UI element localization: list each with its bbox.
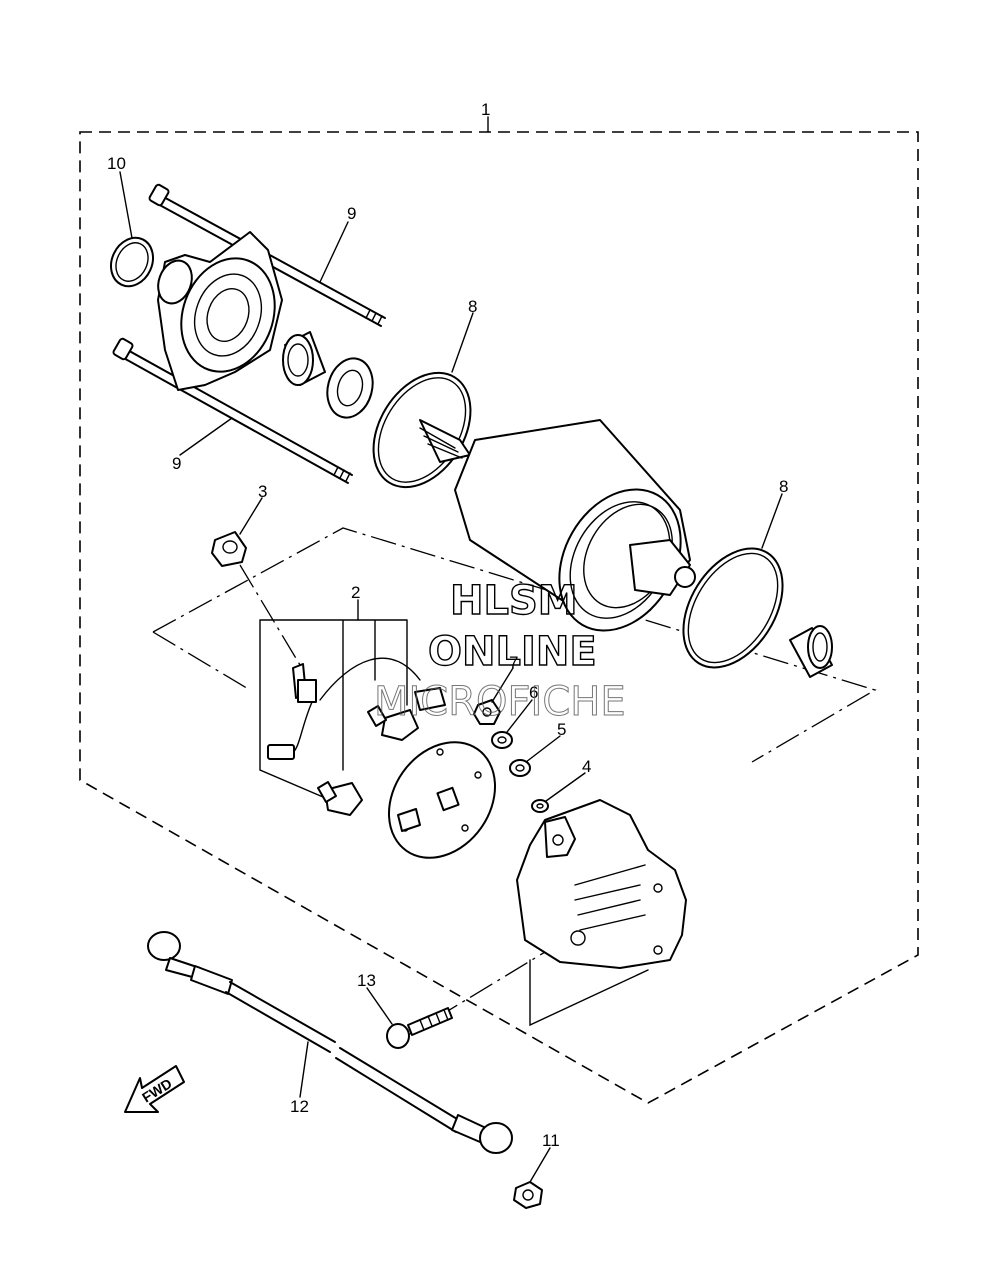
callout-10: 10: [107, 154, 126, 173]
watermark-line-3: MICROFICHE: [374, 679, 626, 725]
callout-5: 5: [557, 720, 566, 739]
callout-9-upper: 9: [347, 204, 356, 223]
callout-4: 4: [582, 757, 591, 776]
oil-seal[interactable]: [321, 353, 379, 422]
bearing[interactable]: [282, 331, 326, 386]
watermark-line-2: ONLINE: [428, 629, 597, 675]
bushing[interactable]: [789, 625, 833, 678]
through-bolt-upper[interactable]: [148, 183, 386, 327]
through-bolt-lower[interactable]: [112, 337, 353, 484]
watermark-line-1: HLSM: [450, 578, 578, 624]
o-ring-small[interactable]: [103, 231, 160, 293]
callout-1: 1: [481, 100, 490, 119]
wire-axis: [239, 564, 301, 666]
callout-2: 2: [351, 583, 360, 602]
watermark: HLSM ONLINE MICROFICHE: [374, 577, 627, 725]
callout-7: 7: [509, 653, 518, 672]
rear-end-cover[interactable]: [516, 799, 687, 1027]
yoke-body[interactable]: [419, 419, 705, 652]
front-cover[interactable]: [152, 231, 290, 391]
callout-13: 13: [357, 971, 376, 990]
brush-left[interactable]: [317, 781, 363, 816]
callout-6: 6: [529, 683, 538, 702]
callout-8-front: 8: [468, 297, 477, 316]
callout-3: 3: [258, 482, 267, 501]
cable-nut[interactable]: [513, 1181, 543, 1209]
washer-part-4[interactable]: [531, 799, 549, 813]
fwd-arrow-icon: FWD: [124, 1065, 185, 1113]
nut-part-3[interactable]: [211, 531, 247, 567]
brush-kit-bracket: [259, 619, 408, 801]
brush-lead-wire[interactable]: [267, 657, 421, 760]
callout-8-rear: 8: [779, 477, 788, 496]
nut-part-7[interactable]: [473, 699, 501, 725]
brush-right[interactable]: [367, 687, 446, 741]
callout-9-lower: 9: [172, 454, 181, 473]
brush-plate-plane-left: [152, 631, 251, 691]
washer-part-6[interactable]: [491, 731, 513, 749]
callout-12: 12: [290, 1097, 309, 1116]
callout-leaders: [119, 116, 783, 1183]
mounting-bolt[interactable]: [386, 1007, 453, 1049]
callout-11: 11: [542, 1131, 560, 1150]
washer-part-5[interactable]: [509, 759, 531, 777]
starter-cable[interactable]: [147, 931, 513, 1154]
brush-plate[interactable]: [367, 722, 517, 879]
assembly-outline: [79, 131, 919, 1104]
